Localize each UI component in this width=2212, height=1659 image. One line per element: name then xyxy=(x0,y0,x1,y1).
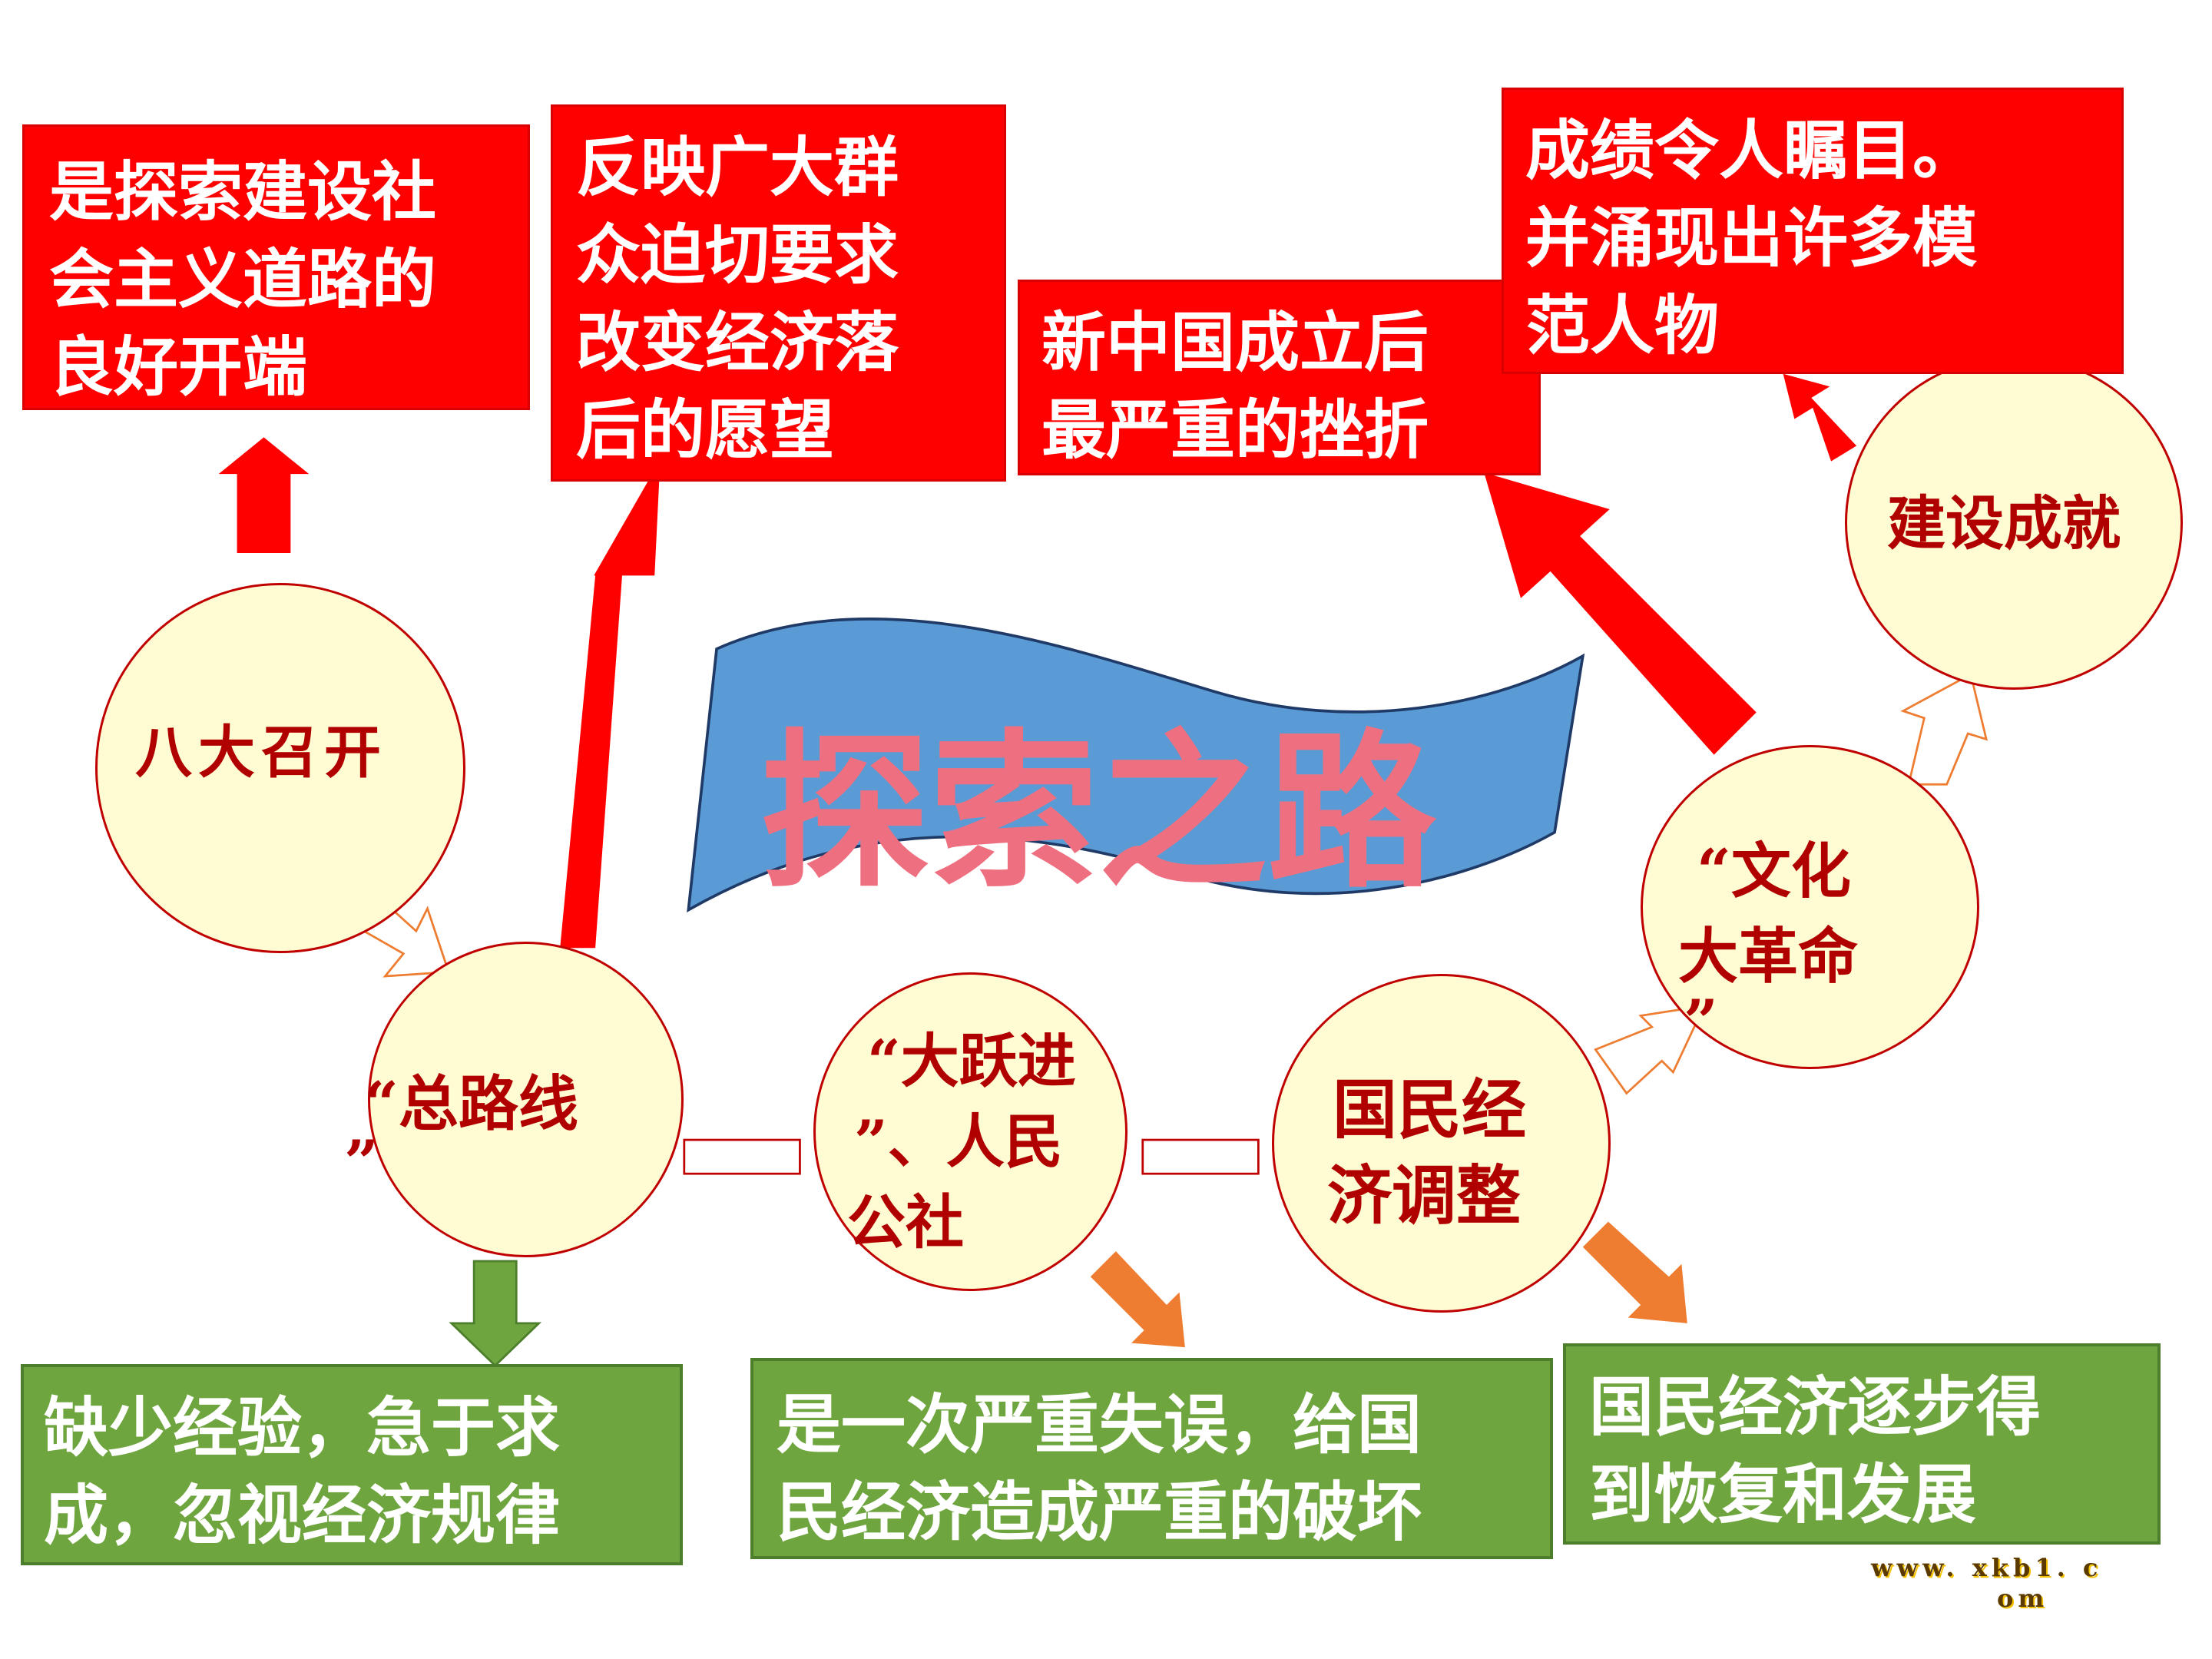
outcome-wenge-line: 新中国成立后 xyxy=(1041,305,1429,380)
arrow-zongluxian-to-lesson xyxy=(449,1260,542,1367)
node-zongluxian-label: “总路线 xyxy=(364,1069,578,1139)
node-wenge-label: “文化 xyxy=(1697,836,1851,906)
outcome-bada[interactable]: 是探索建设社 会主义道路的 良好开端 xyxy=(22,124,530,410)
outcome-zongluxian[interactable]: 反映广大群 众迫切要求 改变经济落 后的愿望 xyxy=(551,104,1006,482)
outcome-wenge-line: 最严重的挫折 xyxy=(1041,392,1429,468)
lesson-zongluxian-line: 成，忽视经济规律 xyxy=(44,1478,561,1553)
title-banner xyxy=(687,618,1585,913)
lesson-dayuejin-line: 是一次严重失误，给国 xyxy=(777,1387,1422,1462)
outcome-zongluxian-line: 改变经济落 xyxy=(576,305,899,380)
outcome-zongluxian-line: 众迫切要求 xyxy=(576,217,899,293)
arrow-wenge-to-outcome xyxy=(1484,472,1757,755)
lesson-zongluxian-line: 缺少经验，急于求 xyxy=(44,1390,561,1465)
arrow-tiaozheng-to-lesson xyxy=(1582,1221,1687,1323)
node-bada[interactable] xyxy=(95,583,465,953)
arrow-bada-to-outcome xyxy=(218,437,310,553)
node-dayuejin[interactable] xyxy=(813,972,1128,1291)
watermark: www. xkb1. c xyxy=(1871,1553,2103,1582)
node-wenge[interactable] xyxy=(1641,745,1979,1069)
node-tiaozheng-label-2: 济调整 xyxy=(1327,1157,1522,1233)
outcome-chengjiu-line: 范人物 xyxy=(1525,288,1720,363)
outcome-chengjiu-line: 并涌现出许多模 xyxy=(1525,200,1978,276)
outcome-chengjiu-line: 成绩令人瞩目。 xyxy=(1525,113,1978,188)
node-wenge-label-2: 大革命 xyxy=(1678,922,1859,992)
node-dayuejin-label: “大跃进 xyxy=(867,1027,1076,1095)
lesson-tiaozheng[interactable]: 国民经济逐步得 到恢复和发展 xyxy=(1563,1343,2161,1545)
outcome-wenge[interactable]: 新中国成立后 最严重的挫折 xyxy=(1018,280,1541,475)
page-title: 探索之路 xyxy=(760,714,1437,911)
node-zongluxian-label-2: ” xyxy=(344,1128,379,1197)
arrow-zongluxian-to-outcome xyxy=(560,459,661,949)
outcome-bada-line: 会主义道路的 xyxy=(49,242,437,317)
outcome-zongluxian-line: 后的愿望 xyxy=(576,392,835,468)
lesson-zongluxian[interactable]: 缺少经验，急于求 成，忽视经济规律 xyxy=(21,1364,683,1565)
outcome-chengjiu[interactable]: 成绩令人瞩目。 并涌现出许多模 范人物 xyxy=(1502,88,2124,374)
node-dayuejin-label-3: 公社 xyxy=(847,1188,964,1257)
lesson-dayuejin[interactable]: 是一次严重失误，给国 民经济造成严重的破坏 xyxy=(750,1358,1553,1559)
watermark-2: om xyxy=(1997,1584,2049,1613)
outcome-bada-line: 是探索建设社 xyxy=(49,154,437,230)
node-bada-label: 八大召开 xyxy=(135,720,387,786)
connector-dayuejin-tiaozheng xyxy=(1141,1138,1260,1175)
arrow-wenge-to-chengjiu xyxy=(1900,672,1988,786)
node-wenge-label-3: ” xyxy=(1684,987,1718,1057)
connector-zongluxian-dayuejin xyxy=(683,1138,801,1175)
outcome-zongluxian-line: 反映广大群 xyxy=(576,130,899,205)
arrow-tiaozheng-to-wenge xyxy=(1594,1004,1707,1095)
node-chengjiu-label: 建设成就 xyxy=(1887,489,2121,558)
lesson-tiaozheng-line: 到恢复和发展 xyxy=(1589,1457,1977,1532)
lesson-tiaozheng-line: 国民经济逐步得 xyxy=(1589,1369,2041,1445)
arrow-dayuejin-to-lesson xyxy=(1090,1251,1185,1348)
outcome-bada-line: 良好开端 xyxy=(49,329,308,405)
lesson-dayuejin-line: 民经济造成严重的破坏 xyxy=(777,1475,1422,1550)
node-zongluxian[interactable] xyxy=(368,942,684,1257)
node-tiaozheng-label: 国民经 xyxy=(1333,1071,1527,1147)
arrow-chengjiu-to-outcome xyxy=(1783,373,1857,462)
node-dayuejin-label-2: ”、人民 xyxy=(854,1108,1063,1176)
node-tiaozheng[interactable] xyxy=(1272,974,1611,1313)
